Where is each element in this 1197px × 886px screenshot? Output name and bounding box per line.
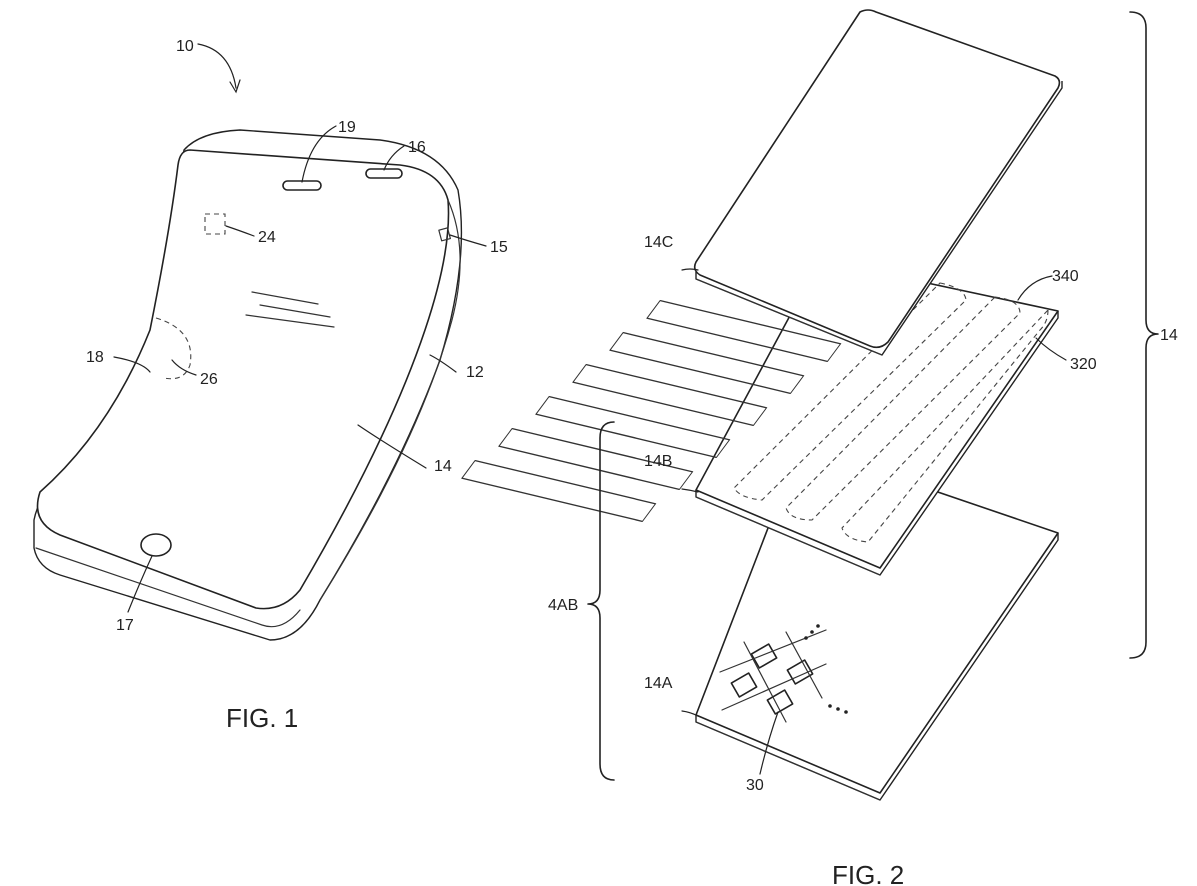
layer-14b-face [695, 259, 1059, 569]
leader-340 [1017, 275, 1053, 301]
arrow-10 [229, 79, 241, 94]
fig1-device-drawing [33, 129, 463, 641]
fig1-caption: FIG. 1 [226, 703, 298, 733]
label-14a: 14A [644, 675, 673, 692]
leader-14b [681, 488, 699, 493]
side-button-15 [438, 227, 451, 242]
layer-14b-bottom-edge [695, 496, 881, 576]
electrode-columns-340 [733, 282, 1049, 543]
home-button-17 [140, 533, 172, 557]
leader-26 [171, 359, 197, 376]
label-18: 18 [86, 349, 104, 366]
layer-14a-bottom-edge [695, 721, 881, 801]
label-4ab: 4AB [548, 597, 578, 614]
leader-10 [197, 43, 237, 89]
leader-16 [383, 145, 405, 171]
label-14-fig2: 14 [1160, 327, 1178, 344]
brace-4ab [587, 421, 615, 781]
leader-24 [225, 225, 255, 237]
housing-side-edge [319, 199, 461, 601]
label-17: 17 [116, 617, 134, 634]
leader-14a [681, 710, 699, 717]
label-15: 15 [490, 239, 508, 256]
fig2-caption: FIG. 2 [832, 860, 904, 886]
leader-18 [113, 356, 151, 373]
leader-30 [759, 711, 779, 775]
label-12: 12 [466, 364, 484, 381]
leader-15 [449, 234, 487, 247]
fig1-labels: 10 19 16 24 15 18 26 12 14 17 FIG. 1 [86, 38, 508, 733]
fig2-labels: 14C 340 320 14 14B 4AB 14A 30 FIG. 2 [548, 234, 1178, 886]
electrode-rows-320 [461, 299, 842, 523]
label-320: 320 [1070, 356, 1097, 373]
label-10: 10 [176, 38, 194, 55]
label-340: 340 [1052, 268, 1079, 285]
layer-14c-bottom-edge [695, 278, 883, 356]
ellipsis-dots-icon [804, 624, 848, 714]
leader-14c [681, 268, 699, 271]
label-30: 30 [746, 777, 764, 794]
fig1-leader-lines [113, 43, 487, 613]
display-face [36, 149, 450, 610]
housing-bottom-edge [35, 547, 301, 628]
brace-14 [1129, 11, 1159, 659]
display-lines-icon [245, 291, 335, 328]
leader-12 [429, 354, 457, 373]
layer-14c [693, 9, 1063, 356]
label-26: 26 [200, 371, 218, 388]
layer-14b [461, 259, 1059, 576]
leader-320 [1035, 337, 1067, 361]
leader-19 [301, 125, 337, 183]
leader-14-fig1 [357, 424, 427, 469]
label-16: 16 [408, 139, 426, 156]
layer-14c-face [693, 9, 1061, 349]
leader-17 [127, 555, 153, 613]
label-14-fig1: 14 [434, 458, 452, 475]
label-19: 19 [338, 119, 356, 136]
chip-array-30 [719, 629, 827, 723]
sensor-region-24 [204, 213, 226, 235]
label-24: 24 [258, 229, 276, 246]
touch-region-18 [155, 317, 192, 380]
label-14b: 14B [644, 453, 672, 470]
fig2-leader-lines [681, 268, 1067, 775]
label-14c: 14C [644, 234, 673, 251]
